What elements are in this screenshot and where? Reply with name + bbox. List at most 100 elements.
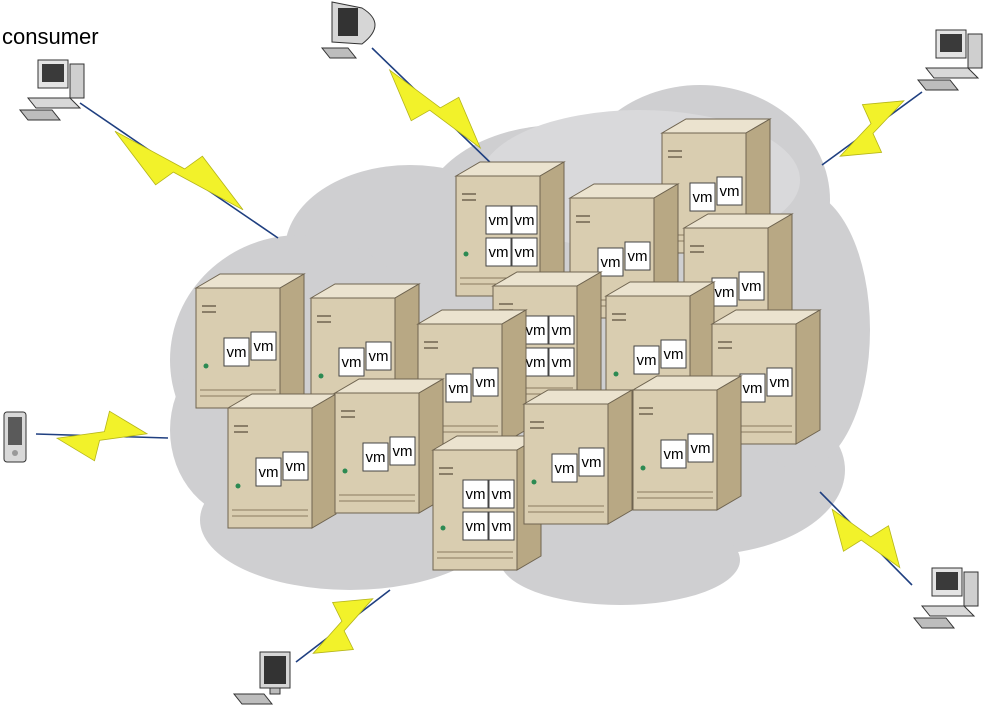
- vm-label: vm: [601, 254, 621, 271]
- vm-box: [282, 451, 309, 481]
- vm-label: vm: [582, 454, 602, 471]
- vm-label: vm: [466, 486, 486, 503]
- vm-label: vm: [526, 354, 546, 371]
- keyboard-icon: [916, 79, 960, 91]
- power-led-icon: [531, 479, 537, 485]
- network-links: [35, 47, 923, 663]
- vm-label: vm: [466, 518, 486, 535]
- vm-label: vm: [691, 440, 711, 457]
- vm-box: [597, 247, 624, 277]
- keyboard-icon: [320, 47, 358, 59]
- vm-label: vm: [628, 248, 648, 265]
- power-led-icon: [440, 525, 446, 531]
- vm-box: [462, 479, 489, 509]
- power-led-icon: [613, 371, 619, 377]
- vm-label: vm: [449, 380, 469, 397]
- vm-label: vm: [489, 212, 509, 229]
- vm-label: vm: [259, 464, 279, 481]
- vm-label: vm: [489, 244, 509, 261]
- lightning-bolt-icon: [388, 68, 482, 150]
- vm-box: [716, 176, 743, 206]
- vm-box: [687, 433, 714, 463]
- power-led-icon: [463, 251, 469, 257]
- consumer-label: consumer: [2, 24, 99, 49]
- vm-box: [445, 373, 472, 403]
- lightning-bolt-icon: [55, 410, 149, 462]
- vm-box: [738, 271, 765, 301]
- vm-box: [660, 339, 687, 369]
- vm-box: [462, 511, 489, 541]
- vm-label: vm: [526, 322, 546, 339]
- vm-label: vm: [366, 449, 386, 466]
- lightning-bolt-icon: [831, 508, 901, 569]
- lightning-bolt-icon: [312, 598, 374, 654]
- lightning-bolt-icon: [114, 130, 244, 211]
- vm-label: vm: [664, 346, 684, 363]
- vm-box: [633, 345, 660, 375]
- vm-label: vm: [393, 443, 413, 460]
- vm-box: [250, 331, 277, 361]
- desktop-computer-icon: [912, 567, 979, 629]
- vm-box: [548, 347, 575, 377]
- vm-label: vm: [492, 518, 512, 535]
- vm-box: [485, 205, 512, 235]
- power-led-icon: [235, 483, 241, 489]
- vm-box: [485, 237, 512, 267]
- lcd-monitor-icon: [232, 651, 291, 705]
- vm-box: [389, 436, 416, 466]
- power-led-icon: [640, 465, 646, 471]
- vm-box: [689, 182, 716, 212]
- keyboard-icon: [912, 617, 956, 629]
- lightning-bolt-icon: [839, 100, 905, 157]
- vm-box: [362, 442, 389, 472]
- vm-box: [488, 511, 515, 541]
- consumer-computer-icon: [18, 59, 85, 121]
- vm-label: vm: [515, 212, 535, 229]
- vm-box: [522, 315, 549, 345]
- vm-label: vm: [715, 284, 735, 301]
- client-devices: [3, 1, 983, 705]
- vm-box: [511, 237, 538, 267]
- vm-label: vm: [664, 446, 684, 463]
- vm-box: [488, 479, 515, 509]
- vm-box: [766, 367, 793, 397]
- vm-label: vm: [515, 244, 535, 261]
- power-led-icon: [342, 468, 348, 474]
- vm-label: vm: [254, 338, 274, 355]
- vm-box: [624, 241, 651, 271]
- vm-label: vm: [637, 352, 657, 369]
- vm-label: vm: [552, 322, 572, 339]
- vm-box: [511, 205, 538, 235]
- power-led-icon: [203, 363, 209, 369]
- vm-box: [338, 347, 365, 377]
- vm-label: vm: [555, 460, 575, 477]
- vm-label: vm: [342, 354, 362, 371]
- vm-box: [578, 447, 605, 477]
- vm-box: [739, 373, 766, 403]
- vm-box: [711, 277, 738, 307]
- pda-icon: [3, 411, 27, 463]
- crt-monitor-icon: [320, 1, 376, 59]
- vm-label: vm: [552, 354, 572, 371]
- vm-label: vm: [743, 380, 763, 397]
- vm-box: [223, 337, 250, 367]
- vm-box: [365, 341, 392, 371]
- vm-box: [522, 347, 549, 377]
- vm-label: vm: [476, 374, 496, 391]
- vm-label: vm: [720, 183, 740, 200]
- vm-label: vm: [286, 458, 306, 475]
- vm-box: [472, 367, 499, 397]
- vm-label: vm: [227, 344, 247, 361]
- vm-label: vm: [492, 486, 512, 503]
- vm-label: vm: [369, 348, 389, 365]
